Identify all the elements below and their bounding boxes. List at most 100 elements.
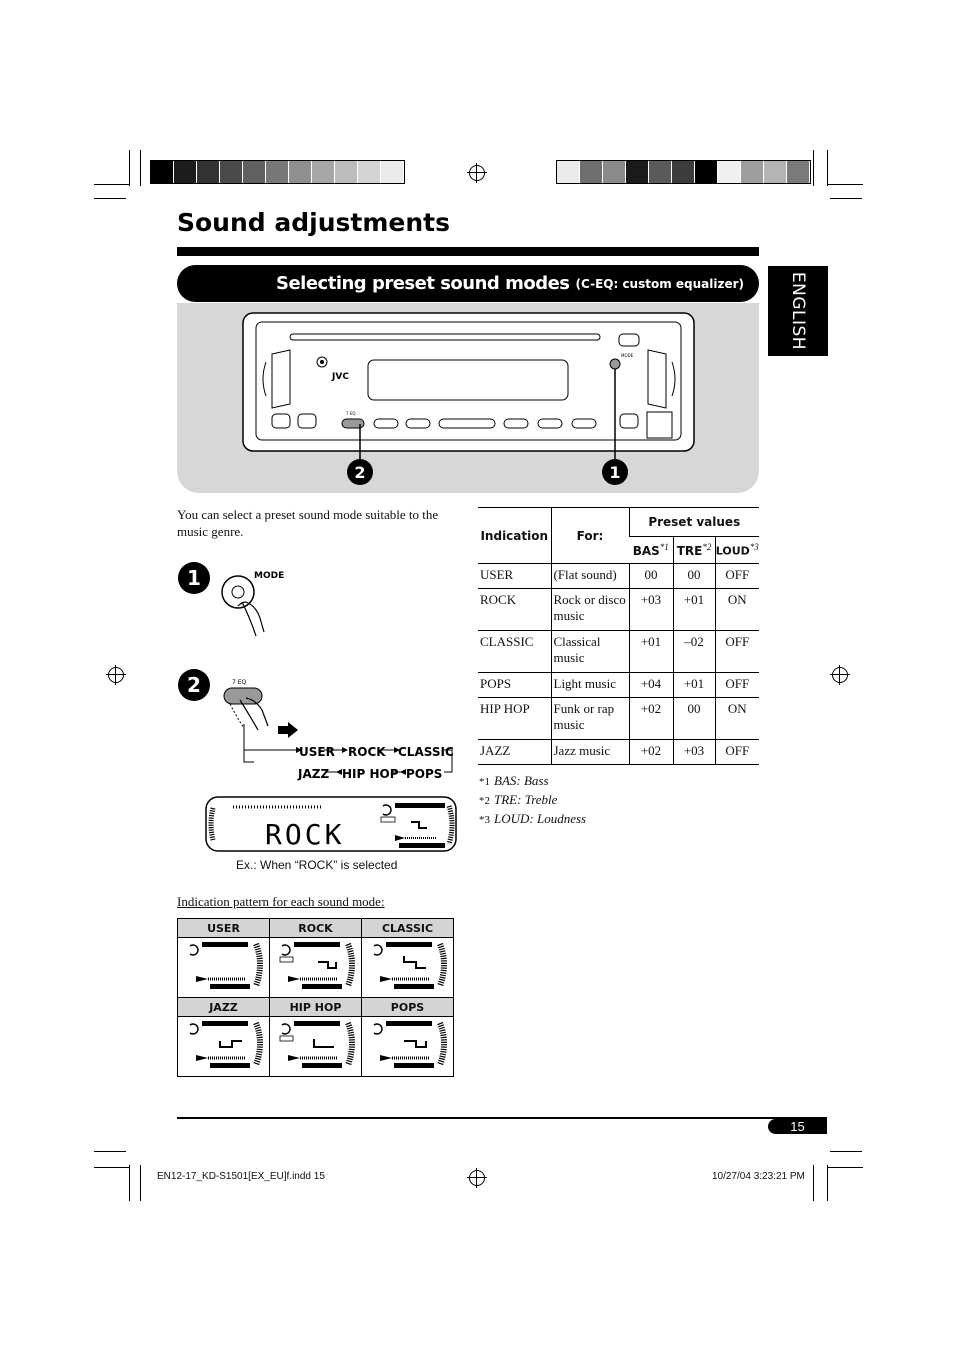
row-tre: +01 xyxy=(672,588,715,631)
row-bas: +01 xyxy=(628,630,673,673)
header-preset-values: Preset values xyxy=(628,507,760,537)
row-indication: HIP HOP xyxy=(478,697,551,740)
preset-header-row: Indication For: Preset values xyxy=(478,507,760,564)
pattern-cell xyxy=(361,937,454,998)
row-bas: +02 xyxy=(628,739,673,765)
table-row: HIP HOP Funk or rap music +02 00 ON xyxy=(478,697,760,740)
slug-filename: EN12-17_KD-S1501[EX_EU]f.indd 15 xyxy=(157,1171,325,1182)
row-bas: +03 xyxy=(628,588,673,631)
section-title: Selecting preset sound modes xyxy=(276,273,570,294)
pattern-heading: Indication pattern for each sound mode: xyxy=(177,894,385,909)
color-bar-right xyxy=(556,160,811,184)
brand-logo: JVC xyxy=(331,372,349,382)
row-indication: USER xyxy=(478,563,551,589)
row-indication: CLASSIC xyxy=(478,630,551,673)
row-loud: OFF xyxy=(714,563,760,589)
row-loud: ON xyxy=(714,697,760,740)
table-row: USER (Flat sound) 00 00 OFF xyxy=(478,563,760,589)
mode-button-press-illustration: MODE xyxy=(221,571,284,637)
step-2-number: 2 xyxy=(178,669,210,701)
row-loud: ON xyxy=(714,588,760,631)
section-header: Selecting preset sound modes (C-EQ: cust… xyxy=(177,265,759,302)
callout-1 xyxy=(602,459,628,485)
pattern-cell xyxy=(361,1016,454,1077)
row-for: Rock or disco music xyxy=(550,588,629,631)
row-tre: –02 xyxy=(672,630,715,673)
row-bas: 00 xyxy=(628,563,673,589)
pattern-header-jazz: JAZZ xyxy=(177,997,270,1017)
row-tre: 00 xyxy=(672,563,715,589)
table-row: POPS Light music +04 +01 OFF xyxy=(478,672,760,698)
row-for: Light music xyxy=(550,672,629,698)
row-for: Jazz music xyxy=(550,739,629,765)
color-bar-left xyxy=(150,160,405,184)
row-loud: OFF xyxy=(714,630,760,673)
display-caption: Ex.: When “ROCK” is selected xyxy=(236,858,398,872)
pattern-header-classic: CLASSIC xyxy=(361,918,454,938)
pattern-header-hiphop: HIP HOP xyxy=(269,997,362,1017)
header-indication: Indication xyxy=(478,507,551,564)
pattern-header-rock: ROCK xyxy=(269,918,362,938)
pattern-hiphop xyxy=(279,1021,355,1068)
row-for: Classical music xyxy=(550,630,629,673)
page-title: Sound adjustments xyxy=(177,208,450,237)
pattern-classic xyxy=(373,942,447,989)
car-stereo-faceplate: JVC MODE 7 EQ 2 1 xyxy=(242,312,695,485)
pattern-header-row-2: JAZZ HIP HOP POPS xyxy=(177,997,454,1017)
row-tre: +03 xyxy=(672,739,715,765)
cycle-hiphop: HIP HOP xyxy=(342,767,399,781)
bottom-rule xyxy=(177,1117,827,1119)
pattern-cell xyxy=(269,1016,362,1077)
cycle-jazz: JAZZ xyxy=(297,767,329,781)
indication-pattern-table: USER ROCK CLASSIC JAZZ HIP HOP POPS xyxy=(177,918,454,1077)
row-indication: POPS xyxy=(478,672,551,698)
header-bas: BAS*1 xyxy=(629,536,673,564)
display-example: ROCK xyxy=(205,796,457,852)
display-main-text: ROCK xyxy=(265,818,344,851)
pattern-header-pops: POPS xyxy=(361,997,454,1017)
row-indication: JAZZ xyxy=(478,739,551,765)
row-for: Funk or rap music xyxy=(550,697,629,740)
header-tre: TRE*2 xyxy=(672,536,715,564)
pattern-jazz xyxy=(189,1021,263,1068)
language-tab: ENGLISH xyxy=(768,266,828,356)
row-tre: +01 xyxy=(672,672,715,698)
preset-subheader-row: BAS*1 TRE*2 LOUD*3 xyxy=(478,536,760,564)
preset-values-table: Indication For: Preset values BAS*1 TRE*… xyxy=(478,507,760,765)
row-bas: +04 xyxy=(628,672,673,698)
registration-mark-bottom xyxy=(467,1168,487,1188)
mode-button-illustration xyxy=(609,358,621,370)
pattern-user xyxy=(189,942,263,989)
cycle-classic: CLASSIC xyxy=(398,745,454,759)
section-subtitle: (C-EQ: custom equalizer) xyxy=(575,276,745,291)
page-number: 15 xyxy=(768,1119,827,1134)
svg-text:2: 2 xyxy=(354,463,365,482)
row-indication: ROCK xyxy=(478,588,551,631)
row-tre: 00 xyxy=(672,697,715,740)
pattern-cell xyxy=(177,937,270,998)
row-bas: +02 xyxy=(628,697,673,740)
pattern-cell xyxy=(269,937,362,998)
pattern-header-row-1: USER ROCK CLASSIC xyxy=(177,918,454,938)
pattern-header-user: USER xyxy=(177,918,270,938)
step-1-number: 1 xyxy=(178,562,210,594)
table-row: CLASSIC Classical music +01 –02 OFF xyxy=(478,630,760,673)
eq-label-small: 7 EQ xyxy=(346,411,356,416)
table-row: JAZZ Jazz music +02 +03 OFF xyxy=(478,739,760,765)
table-row: ROCK Rock or disco music +03 +01 ON xyxy=(478,588,760,631)
svg-text:MODE: MODE xyxy=(254,571,284,581)
registration-mark-left xyxy=(106,665,126,685)
pattern-row-1 xyxy=(177,937,454,998)
registration-mark-top xyxy=(467,163,487,183)
header-for: For: xyxy=(550,507,629,564)
intro-text: You can select a preset sound mode suita… xyxy=(177,507,439,539)
cycle-pops: POPS xyxy=(406,767,442,781)
language-tab-label: ENGLISH xyxy=(788,271,809,351)
pattern-row-2 xyxy=(177,1016,454,1077)
cycle-user: USER xyxy=(299,745,335,759)
slug-timestamp: 10/27/04 3:23:21 PM xyxy=(712,1171,805,1182)
callout-2 xyxy=(347,459,373,485)
